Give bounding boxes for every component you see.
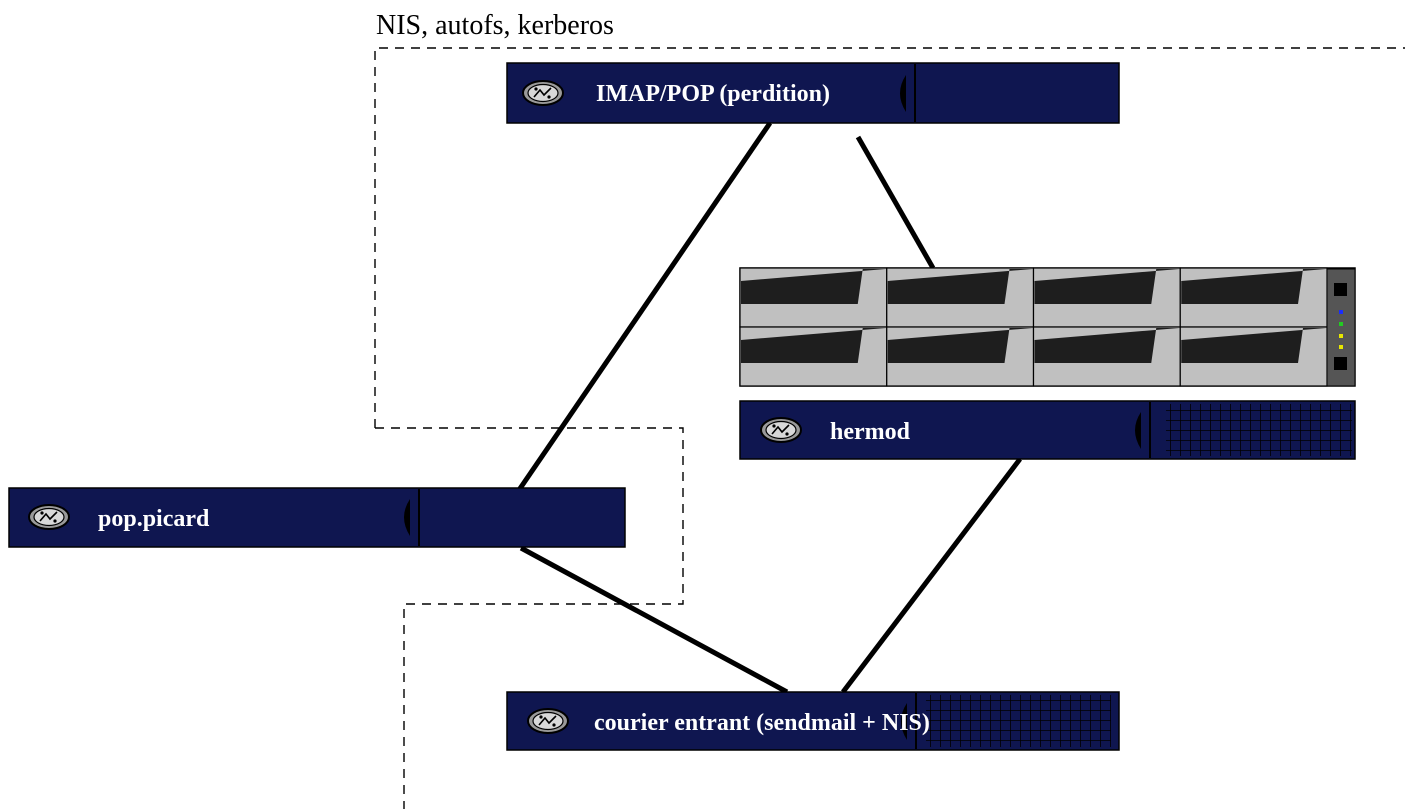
zone-label: NIS, autofs, kerberos: [376, 10, 614, 41]
server-label-imap: IMAP/POP (perdition): [596, 81, 830, 107]
server-label-pop: pop.picard: [98, 506, 210, 532]
vent-grille-icon: [926, 695, 1111, 747]
link-hermod-courier: [841, 457, 1022, 694]
drive-handle-icon: [1181, 269, 1326, 304]
server-logo-icon: [527, 708, 569, 734]
led-yellow-icon: [1339, 334, 1343, 338]
drive-handle-icon: [887, 328, 1033, 363]
drive-handle-icon: [1034, 269, 1180, 304]
drive-handle-icon: [1034, 328, 1180, 363]
server-logo-icon: [522, 80, 564, 106]
server-label-courier: courier entrant (sendmail + NIS): [594, 710, 930, 736]
bezel-handle-icon: [404, 499, 410, 536]
bezel-handle-icon: [900, 75, 906, 112]
server-imap-pop: IMAP/POP (perdition): [506, 62, 1120, 124]
zone-boundary: [374, 47, 1405, 809]
led-green-icon: [1339, 322, 1343, 326]
reset-button-icon: [1334, 357, 1347, 370]
server-courier-entrant: courier entrant (sendmail + NIS): [506, 691, 1120, 751]
drive-bays: [739, 267, 1328, 387]
bezel-handle-icon: [901, 703, 907, 740]
drive-handle-icon: [741, 328, 886, 363]
server-label-hermod: hermod: [830, 419, 911, 445]
bezel-handle-icon: [1135, 412, 1141, 449]
drive-handle-icon: [887, 269, 1033, 304]
power-button-icon: [1334, 283, 1347, 296]
link-imap-storage: [855, 135, 936, 270]
disk-array: [739, 267, 1356, 387]
server-pop-picard: pop.picard: [8, 487, 626, 548]
server-logo-icon: [760, 417, 802, 443]
link-pop-courier: [519, 545, 789, 695]
drive-handle-icon: [1181, 328, 1326, 363]
server-logo-icon: [28, 504, 70, 530]
link-imap-pop: [516, 121, 773, 492]
vent-grille-icon: [1166, 404, 1352, 456]
drive-handle-icon: [741, 269, 886, 304]
connection-lines: [516, 121, 1022, 695]
led-yellow-icon: [1339, 345, 1343, 349]
server-hermod: hermod: [739, 400, 1356, 460]
led-blue-icon: [1339, 310, 1343, 314]
